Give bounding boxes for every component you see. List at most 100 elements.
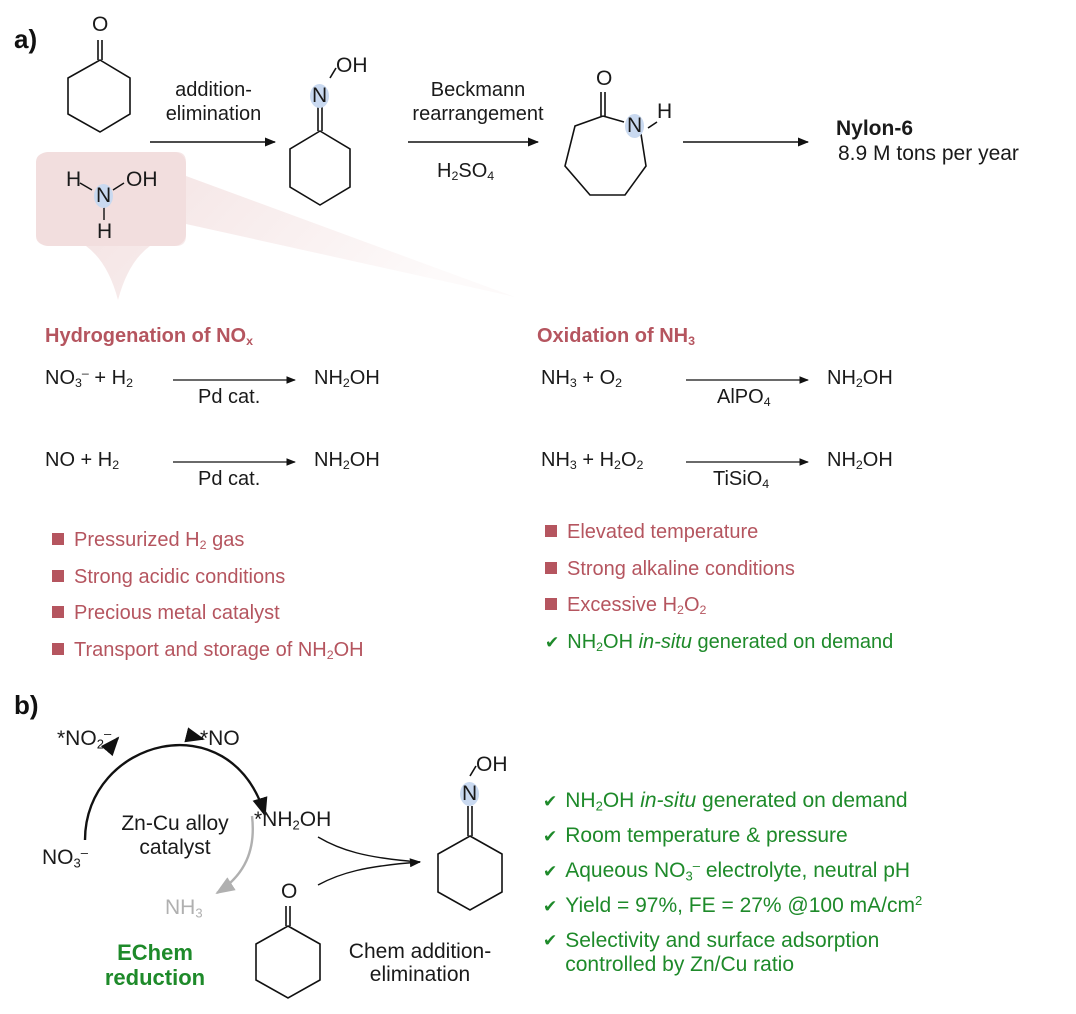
right-rxn1-reactant: NH3 + O2	[541, 367, 623, 391]
reagent-sub: 2	[451, 169, 459, 184]
oxime-oh: OH	[336, 54, 368, 77]
advantage-text: NH2OH in-situ generated on demand	[565, 789, 908, 814]
converge-arrow-bottom	[317, 858, 422, 886]
left-drawbacks-list: Pressurized H2 gas Strong acidic conditi…	[52, 522, 364, 668]
reagent-sub: 4	[487, 169, 495, 184]
square-bullet-icon	[52, 569, 64, 582]
drawback-text: Strong acidic conditions	[74, 565, 286, 588]
cycle-start-nitrate: NO3–	[42, 844, 88, 871]
catalyst-label: Zn-Cu alloy catalyst	[105, 812, 245, 860]
square-bullet-icon	[545, 525, 557, 537]
square-bullet-icon	[545, 561, 557, 574]
drawback-item: Excessive H2O2	[545, 587, 893, 624]
advantage-text: Room temperature & pressure	[565, 824, 848, 847]
drawback-text: Elevated temperature	[567, 521, 759, 543]
oxime-b-nitrogen: N	[460, 782, 480, 806]
hydroxylamine-h1: H	[66, 168, 82, 191]
left-rxn1-catalyst: Pd cat.	[198, 386, 261, 408]
oxime-nitrogen: N	[310, 84, 330, 108]
catalyst-line1: Zn-Cu alloy	[121, 812, 229, 835]
cyclohexanone-b	[255, 906, 321, 999]
drawback-item: Precious metal catalyst	[52, 595, 364, 632]
echem-line1: EChem	[117, 940, 193, 965]
advantage-item: ✔ NH2OH in-situ generated on demand	[545, 624, 893, 662]
hydroxylamine-h2: H	[97, 220, 113, 243]
square-bullet-icon	[52, 642, 64, 655]
advantage-text: Yield = 97%, FE = 27% @100 mA/cm2	[565, 892, 923, 917]
right-route-heading: Oxidation of NH3	[537, 325, 695, 348]
right-rxn2-product: NH2OH	[827, 449, 893, 473]
square-bullet-icon	[545, 598, 557, 610]
right-drawbacks-list: Elevated temperature Strong alkaline con…	[545, 514, 893, 661]
reagent-part: SO	[458, 160, 488, 182]
left-route-heading: Hydrogenation of NOx	[45, 325, 253, 348]
reagent-h2so4: H2SO4	[437, 160, 494, 183]
reagent-part: H	[437, 160, 452, 182]
checkmark-icon: ✔	[543, 897, 558, 916]
caprolactam-nitrogen: N	[625, 114, 645, 138]
square-bullet-icon	[52, 533, 64, 545]
cyclohexanone-a	[67, 40, 131, 133]
right-rxn2-catalyst: TiSiO4	[713, 468, 770, 492]
checkmark-icon: ✔	[543, 792, 558, 811]
advantage-item: ✔ Yield = 97%, FE = 27% @100 mA/cm2	[543, 889, 922, 924]
step-addition-elimination-label: addition- elimination	[156, 78, 271, 126]
catalyst-line2: catalyst	[139, 836, 211, 859]
echem-line2: reduction	[104, 965, 206, 990]
left-rxn2-product: NH2OH	[314, 449, 380, 473]
cyclohexanone-oxygen: O	[92, 13, 109, 36]
step-beckmann-label: Beckmann rearrangement	[398, 78, 558, 126]
oxime-a	[289, 67, 351, 206]
caprolactam-hydrogen: H	[657, 100, 673, 123]
drawback-text: Strong alkaline conditions	[567, 557, 795, 580]
checkmark-icon: ✔	[545, 632, 560, 652]
left-rxn2-reactant: NO + H2	[45, 449, 120, 473]
drawback-text: Transport and storage of NH2OH	[74, 638, 364, 662]
product-volume: 8.9 M tons per year	[838, 142, 1019, 165]
left-rxn2-catalyst: Pd cat.	[198, 468, 261, 490]
cycle-intermediate-nh2oh: *NH2OH	[254, 808, 332, 833]
panel-a-label: a)	[14, 24, 38, 54]
advantage-item: ✔ Aqueous NO3– electrolyte, neutral pH	[543, 854, 922, 889]
advantage-text: Aqueous NO3– electrolyte, neutral pH	[565, 857, 911, 884]
heading-text: Oxidation of NH	[537, 325, 689, 347]
hydroxylamine-nitrogen: N	[94, 184, 114, 208]
drawback-item: Strong alkaline conditions	[545, 551, 893, 588]
oxime-b-oh: OH	[476, 753, 508, 776]
chem-addition-elimination-label: Chem addition- elimination	[335, 940, 505, 986]
cycle-byproduct-nh3: NH3	[165, 896, 203, 921]
chem-line2: elimination	[369, 963, 471, 986]
oxime-b	[437, 765, 503, 911]
heading-sub: x	[246, 334, 254, 349]
drawback-item: Pressurized H2 gas	[52, 522, 364, 559]
advantage-item: ✔ Room temperature & pressure	[543, 819, 922, 854]
caprolactam-oxygen: O	[596, 67, 613, 90]
right-rxn1-catalyst: AlPO4	[717, 386, 771, 410]
hydroxylamine-bonds	[79, 182, 125, 220]
step1-line1: addition-	[175, 79, 252, 101]
product-name: Nylon-6	[836, 117, 914, 140]
panel-b-advantages: ✔ NH2OH in-situ generated on demand ✔ Room…	[543, 784, 922, 977]
cyclohexanone-b-oxygen: O	[281, 880, 298, 903]
drawback-item: Strong acidic conditions	[52, 559, 364, 596]
advantage-text: NH2OH in-situ generated on demand	[567, 630, 894, 654]
drawback-text: Excessive H2O2	[567, 594, 707, 618]
cycle-arrow-mid1	[100, 736, 120, 757]
right-rxn1-product: NH2OH	[827, 367, 893, 391]
checkmark-icon: ✔	[543, 931, 558, 950]
left-rxn1-product: NH2OH	[314, 367, 380, 391]
left-rxn1-reactant: NO3– + H2	[45, 366, 133, 391]
square-bullet-icon	[52, 606, 64, 618]
checkmark-icon: ✔	[543, 862, 558, 881]
drawback-text: Precious metal catalyst	[74, 602, 280, 624]
converge-arrow-top	[317, 836, 421, 863]
caprolactam	[564, 92, 658, 196]
step2-line2: rearrangement	[412, 103, 544, 125]
chem-line1: Chem addition-	[348, 940, 492, 963]
drawback-text: Pressurized H2 gas	[74, 529, 245, 553]
drawback-item: Elevated temperature	[545, 514, 893, 551]
step1-line2: elimination	[165, 103, 262, 125]
checkmark-icon: ✔	[543, 827, 558, 846]
cycle-arrow-mid2	[184, 727, 205, 743]
